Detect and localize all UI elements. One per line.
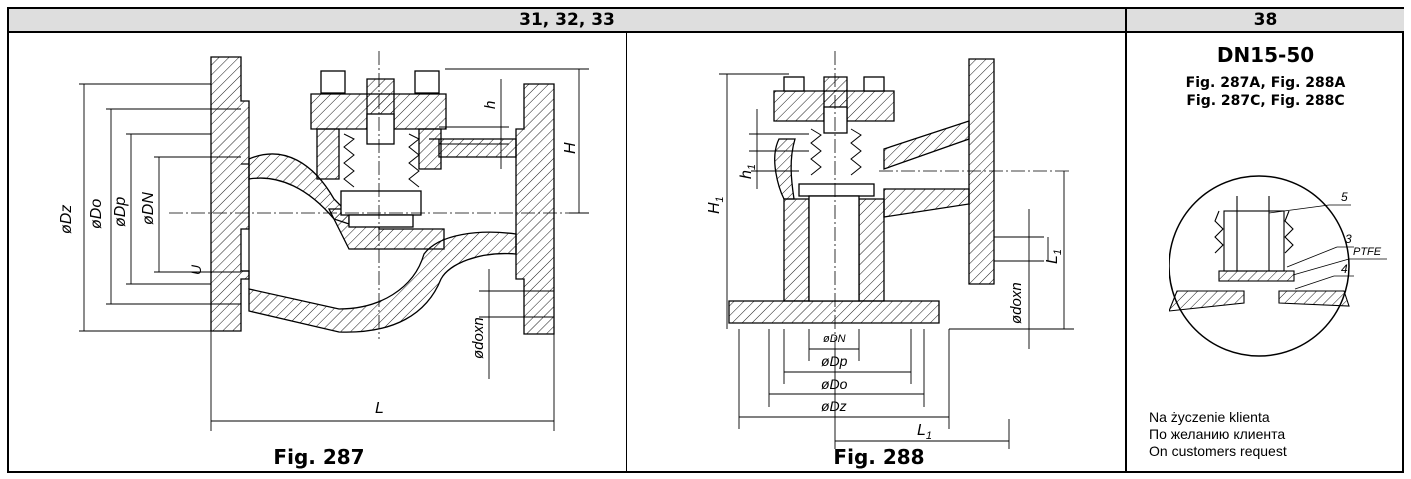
header-group-38: 38 <box>1127 9 1404 33</box>
fig288-dz-label: øDz <box>821 398 847 414</box>
fig288-dp-label: øDp <box>821 353 848 369</box>
detail-label-3: 3 <box>1345 232 1352 246</box>
fig288-doxn-label: ødoxn <box>1008 282 1025 324</box>
drawing-sheet: 31, 32, 33 38 <box>7 7 1404 473</box>
note-polish: Na życzenie klienta <box>1149 409 1270 425</box>
fig-variants-line-1: Fig. 287A, Fig. 288A <box>1185 75 1346 91</box>
fig-288-drawing: H1 h1 L1 ødoxn øDN øDp øDo øDz L1 <box>706 51 1074 449</box>
fig288-L1-right-sub: 1 <box>1052 249 1064 255</box>
fig288-H1-label: H1 <box>706 196 726 214</box>
fig288-L1-right-main: L <box>1044 255 1061 264</box>
fig287-doxn-label: ødoxn <box>470 317 487 359</box>
fig288-H1-sub: 1 <box>714 196 726 202</box>
fig287-dn-label: øDN <box>140 192 157 225</box>
fig288-L1-right-label: L1 <box>1044 249 1064 264</box>
seal-detail-drawing: 5 3 PTFE 4 <box>1169 175 1387 357</box>
fig288-do-label: øDo <box>821 376 848 392</box>
note-english: On customers request <box>1149 443 1287 459</box>
detail-label-ptfe: PTFE <box>1353 246 1382 258</box>
dn-range-title: DN15-50 <box>1216 43 1315 67</box>
fig287-H-label: H <box>562 142 579 154</box>
fig-variants-line-2: Fig. 287C, Fig. 288C <box>1186 93 1345 109</box>
fig287-dz-label: øDz <box>58 205 75 234</box>
fig-287-caption: Fig. 287 <box>273 445 365 469</box>
fig288-h1-sub: 1 <box>746 164 758 170</box>
fig-287-drawing: øDz øDo øDp øDN U h H L ødoxn <box>58 51 589 431</box>
note-russian: По желанию клиента <box>1149 426 1286 442</box>
detail-label-4: 4 <box>1341 262 1348 276</box>
detail-label-5: 5 <box>1341 190 1348 204</box>
fig287-dp-label: øDp <box>112 197 129 227</box>
fig287-u-label: U <box>188 264 204 275</box>
fig288-h1-main: h <box>738 170 755 179</box>
fig288-h1-label: h1 <box>738 164 758 179</box>
fig288-L1-bottom-sub: 1 <box>926 430 932 442</box>
fig288-dn-label: øDN <box>823 333 846 345</box>
fig287-L-label: L <box>375 400 384 417</box>
column-divider-main <box>1125 9 1127 471</box>
header-group-31-32-33: 31, 32, 33 <box>9 9 1125 33</box>
fig288-H1-main: H <box>706 202 723 214</box>
fig288-L1-bottom-label: L1 <box>917 422 932 442</box>
fig-288-caption: Fig. 288 <box>833 445 925 469</box>
column-divider-figs <box>626 33 627 471</box>
fig288-L1-bottom-main: L <box>917 422 926 439</box>
fig287-do-label: øDo <box>88 199 105 229</box>
fig287-h-label: h <box>482 101 499 109</box>
